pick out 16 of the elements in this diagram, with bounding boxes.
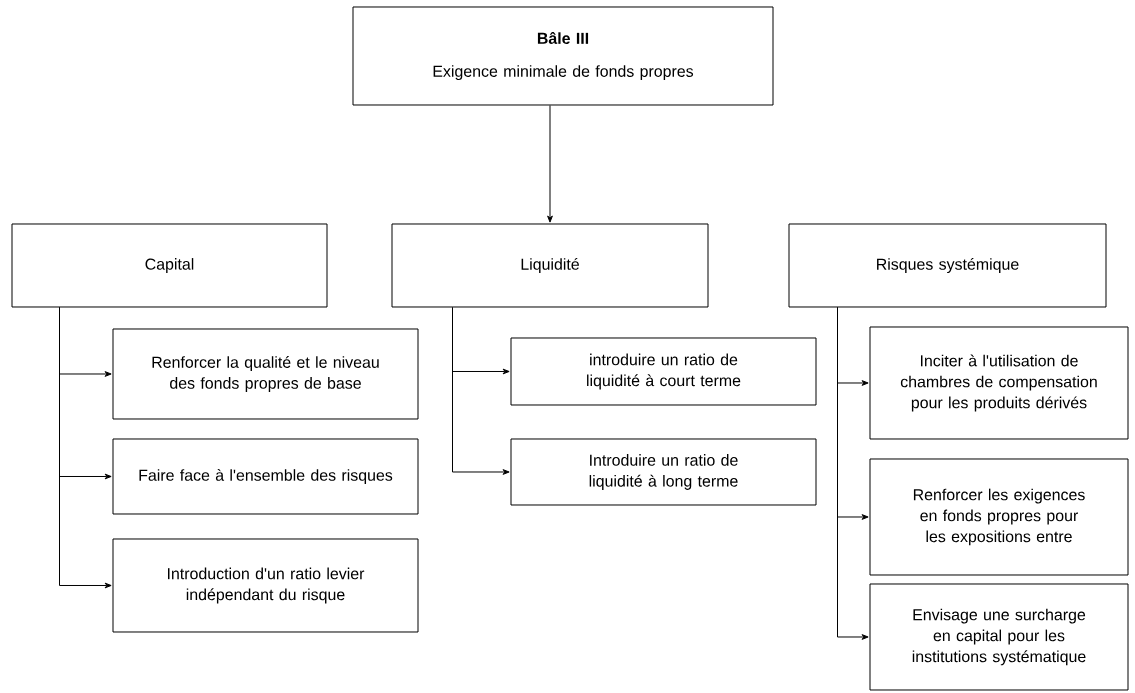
text-box: Renforcer la qualité et le niveau des fonds propres de base: [112, 328, 419, 420]
text-box: Capital: [11, 223, 328, 308]
arrow: [547, 105, 553, 223]
text-box: Faire face à l'ensemble des risques: [112, 438, 419, 515]
text-box: introduire un ratio de liquidité à court terme: [510, 337, 817, 406]
text-box: Risques systémique: [788, 223, 1107, 308]
text-box: Inciter à l'utilisation de chambres de compensation pour les produits dérivés: [869, 326, 1129, 440]
text-box: Introduire un ratio de liquidité à long terme: [510, 438, 817, 506]
text-box: Liquidité: [391, 223, 709, 308]
text-box: Renforcer les exigences en fonds propres pour les expositions entre: [869, 458, 1129, 576]
text-box: Bâle III Exigence minimale de fonds propres: [352, 6, 774, 106]
arrow: [59, 307, 112, 589]
arrow: [837, 307, 869, 640]
text-box: Introduction d'un ratio levier indépendant du risque: [112, 538, 419, 633]
text-box: Envisage une surcharge en capital pour les institutions systématique: [869, 583, 1129, 691]
arrow: [452, 307, 510, 475]
